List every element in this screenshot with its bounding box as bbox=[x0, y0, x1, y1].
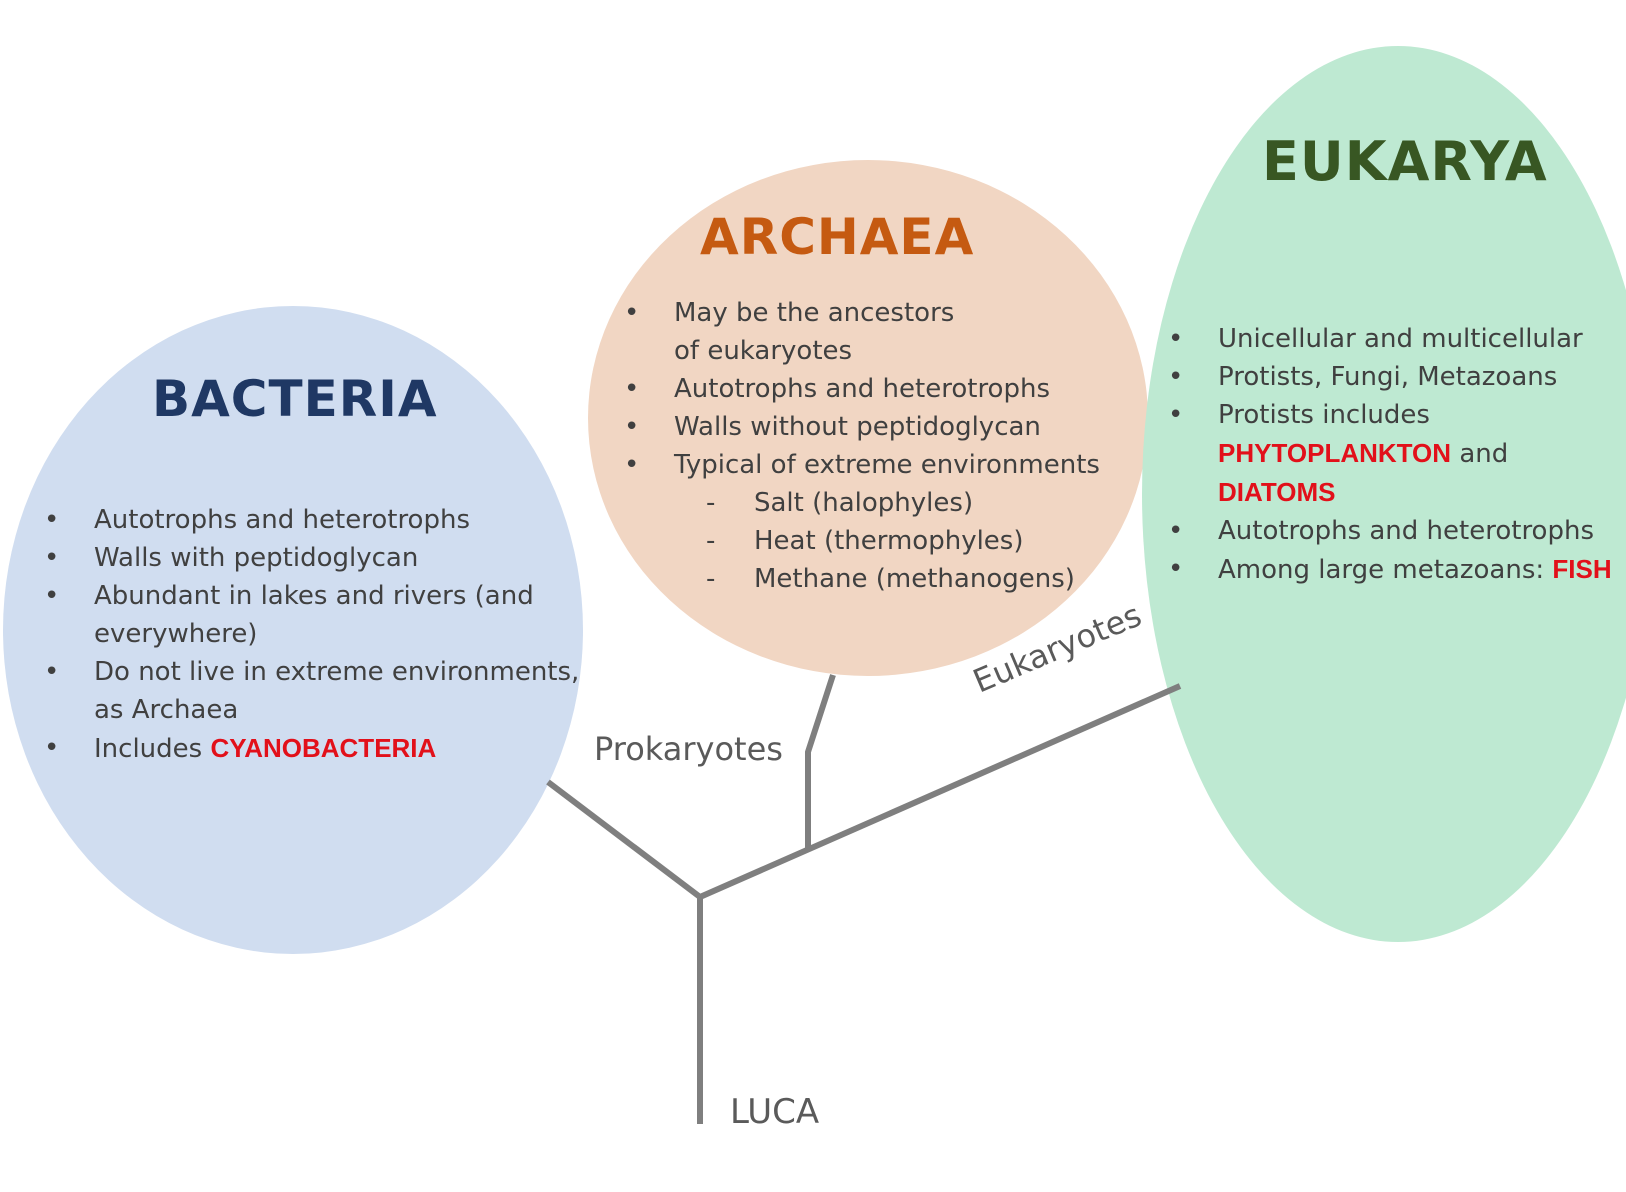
item-text: and bbox=[1451, 439, 1509, 469]
list-item: Autotrophs and heterotrophs bbox=[1166, 512, 1626, 550]
highlight-fish: FISH bbox=[1552, 554, 1612, 584]
archaea-list: May be the ancestors of eukaryotes Autot… bbox=[622, 294, 1142, 598]
sub-list-item: Salt (halophyles) bbox=[622, 484, 1142, 522]
sub-list-item: Methane (methanogens) bbox=[622, 560, 1142, 598]
list-item: Walls with peptidoglycan bbox=[42, 539, 582, 577]
bacteria-title: BACTERIA bbox=[152, 370, 438, 428]
eukaryote-branch bbox=[698, 683, 1182, 900]
list-item: Autotrophs and heterotrophs bbox=[622, 370, 1142, 408]
prokaryotes-label: Prokaryotes bbox=[594, 730, 783, 768]
highlight-phytoplankton: PHYTOPLANKTON bbox=[1218, 438, 1452, 468]
list-item: Abundant in lakes and rivers (and everyw… bbox=[42, 577, 582, 653]
list-item: Includes CYANOBACTERIA bbox=[42, 729, 582, 768]
list-item: Autotrophs and heterotrophs bbox=[42, 501, 582, 539]
eukarya-title: EUKARYA bbox=[1262, 130, 1548, 193]
highlight-cyanobacteria: CYANOBACTERIA bbox=[210, 733, 437, 763]
archaea-title: ARCHAEA bbox=[700, 208, 975, 266]
item-text: Among large metazoans: bbox=[1218, 555, 1553, 585]
list-item: Typical of extreme environments bbox=[622, 446, 1142, 484]
list-item: Among large metazoans: FISH bbox=[1166, 550, 1626, 589]
list-item: Walls without peptidoglycan bbox=[622, 408, 1142, 446]
luca-label: LUCA bbox=[730, 1092, 820, 1132]
list-item: Unicellular and multicellular bbox=[1166, 320, 1626, 358]
bacteria-branch bbox=[546, 779, 702, 900]
item-text: Includes bbox=[94, 734, 211, 764]
bacteria-list: Autotrophs and heterotrophs Walls with p… bbox=[42, 501, 582, 768]
item-text: Protists includes bbox=[1218, 400, 1430, 430]
highlight-diatoms: DIATOMS bbox=[1218, 477, 1336, 507]
archaea-branch bbox=[805, 674, 836, 849]
list-item: Protists includes PHYTOPLANKTON and DIAT… bbox=[1166, 396, 1626, 512]
list-item: Protists, Fungi, Metazoans bbox=[1166, 358, 1626, 396]
phylogenetic-tree bbox=[546, 674, 1182, 1124]
list-item: Do not live in extreme environments, as … bbox=[42, 653, 582, 729]
list-item: May be the ancestors of eukaryotes bbox=[622, 294, 974, 370]
eukarya-list: Unicellular and multicellular Protists, … bbox=[1166, 320, 1626, 589]
sub-list-item: Heat (thermophyles) bbox=[622, 522, 1142, 560]
